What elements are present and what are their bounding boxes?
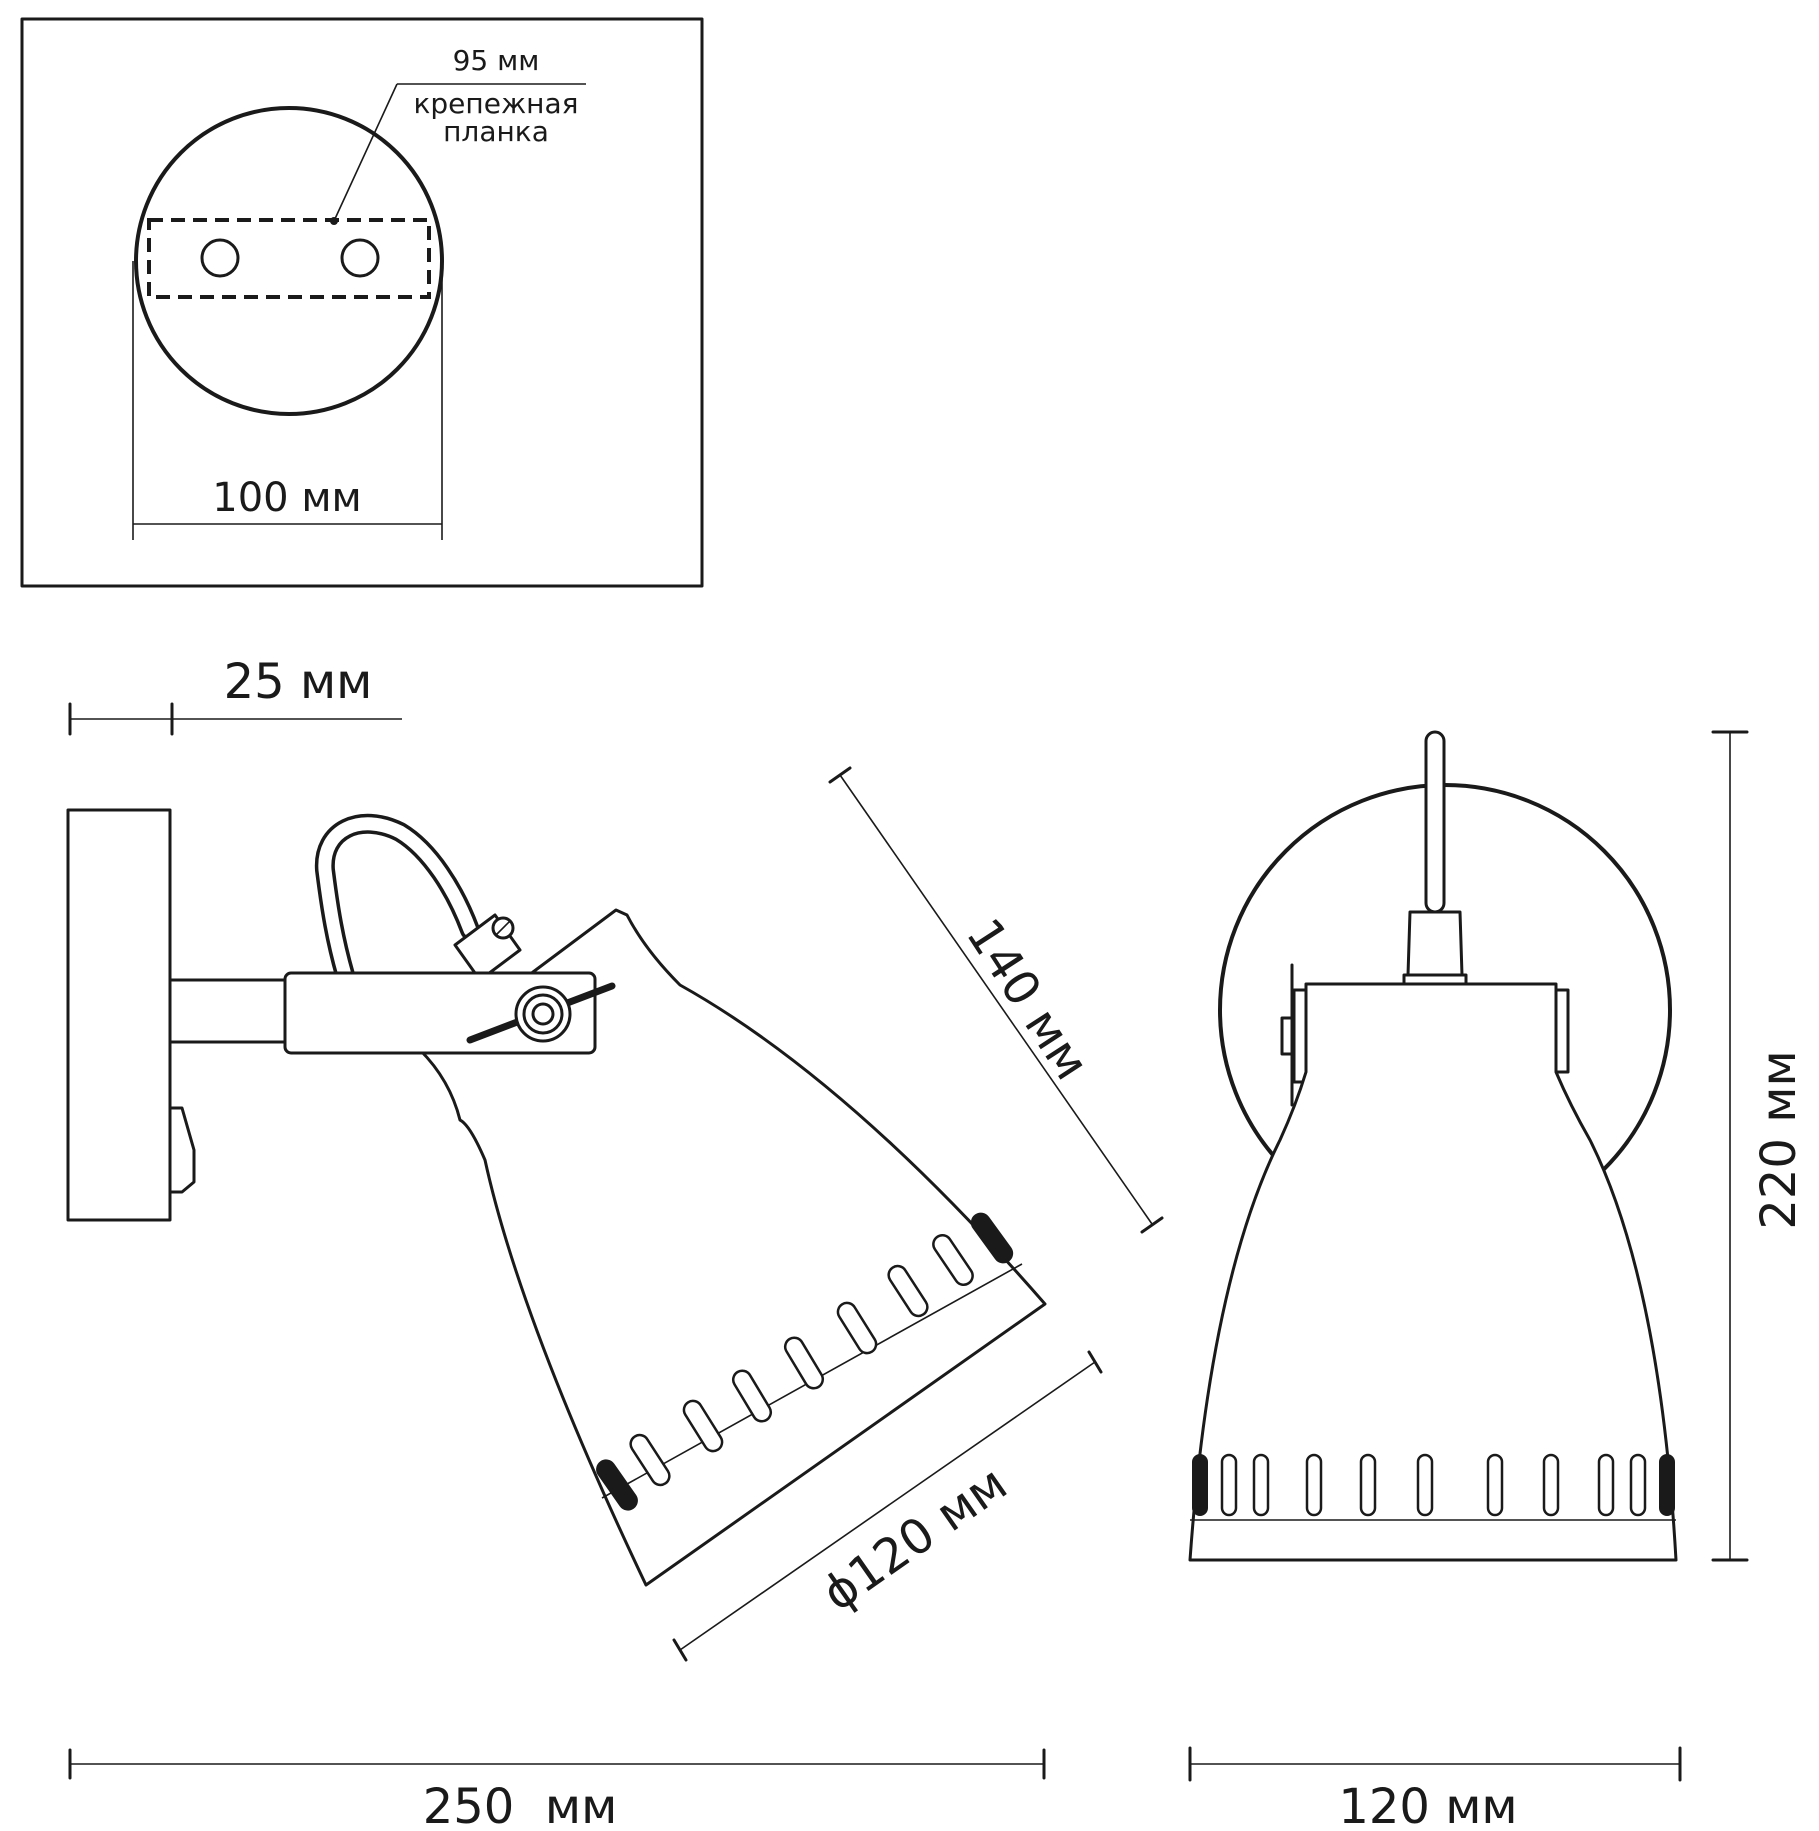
vent-slot (1486, 1453, 1504, 1517)
vent-slot (1542, 1453, 1560, 1517)
arm-dimension-line (839, 774, 1153, 1225)
toggle-switch (168, 1106, 196, 1194)
shade-diameter-label: ϕ120 мм (812, 1455, 1017, 1622)
knob-center (531, 1002, 555, 1026)
vent-slot (731, 1369, 773, 1423)
vent-slot (682, 1399, 724, 1453)
mounting-plate-outline (147, 218, 431, 299)
cable-inner (318, 817, 477, 982)
front-view: 120 мм 220 мм (1188, 730, 1807, 1831)
arm-tube (168, 978, 289, 1044)
plate-caption-line1: крепежная (414, 87, 579, 120)
shade-dimension-line (679, 1361, 1096, 1651)
vent-slot (1359, 1453, 1377, 1517)
front-bracket-left (1292, 988, 1308, 1084)
arm-dim-tick-top (828, 766, 852, 784)
cable-stem (1424, 730, 1446, 914)
vent-slot (970, 1212, 1014, 1264)
wall-base-side (66, 808, 172, 1222)
vent-slot (1305, 1453, 1323, 1517)
shade-dim-tick-left (672, 1638, 688, 1662)
cable-outer (314, 813, 480, 985)
wall-depth-label: 25 мм (224, 654, 373, 710)
swivel-bracket (283, 971, 597, 1055)
plate-caption-line2: планка (443, 115, 549, 148)
base-diameter-label: 100 мм (212, 475, 361, 521)
vent-slot (1659, 1454, 1675, 1516)
mounting-hole-right (340, 238, 380, 278)
shade-dim-tick-right (1087, 1350, 1103, 1374)
vent-slot (629, 1433, 671, 1487)
arm-length-label: 140 мм (955, 909, 1100, 1090)
plate-leader-line (333, 83, 398, 222)
arm-dim-tick-bottom (1140, 1216, 1164, 1234)
wall-base-circle (134, 106, 444, 416)
vent-slot (1597, 1453, 1615, 1517)
front-height-label: 220 мм (1751, 1050, 1807, 1229)
vent-slot (1252, 1453, 1270, 1517)
vent-slot (932, 1233, 974, 1287)
plate-leader-dot (330, 217, 338, 225)
total-length-label: 250 мм (423, 1779, 618, 1831)
lamp-shade-front (1188, 982, 1678, 1562)
mounting-hole-left (200, 238, 240, 278)
lamp-shade-side (418, 908, 1047, 1587)
shade-vent-slots-side (596, 1212, 1014, 1511)
vent-slot (1416, 1453, 1434, 1517)
vent-slot (783, 1336, 825, 1390)
vent-slot (836, 1301, 878, 1355)
inset-frame (20, 17, 704, 588)
vent-slot (887, 1264, 929, 1318)
mount-detail-inset: 95 мм крепежная планка 100 мм (20, 17, 704, 588)
vent-slot (1192, 1454, 1208, 1516)
shade-vent-slots-front (1192, 1453, 1675, 1517)
vent-slot (596, 1459, 638, 1511)
front-bracket-right (1554, 988, 1570, 1074)
side-view: 25 мм (66, 654, 1164, 1831)
vent-slot (1629, 1453, 1647, 1517)
hinge-screw-slot (495, 920, 511, 936)
plate-size-label: 95 мм (453, 44, 540, 77)
vent-slot (1220, 1453, 1238, 1517)
stem-socket (1406, 910, 1464, 977)
front-width-label: 120 мм (1338, 1779, 1517, 1831)
